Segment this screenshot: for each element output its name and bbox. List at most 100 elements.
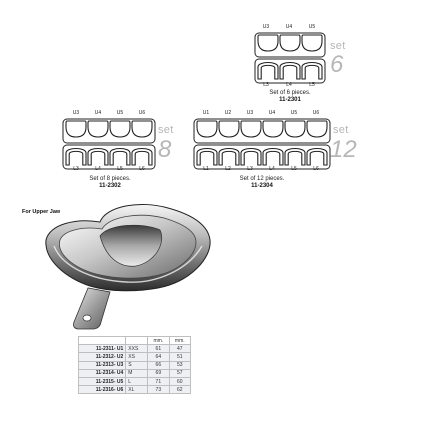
set-8-label-l5: L5	[117, 166, 123, 172]
upper-tray-outline	[196, 120, 218, 138]
catalog-number-cell: 11-2316- U6	[77, 385, 127, 395]
catalog-number-cell: 11-2314- U4	[77, 368, 127, 378]
tray-palate	[99, 224, 162, 267]
set-8-tray-diagram	[62, 118, 156, 170]
lower-tray-outline	[131, 147, 153, 166]
lower-tray-outline	[87, 147, 109, 166]
set-8-label-l6: L6	[139, 166, 145, 172]
set-12-label-u4: U4	[268, 110, 276, 116]
set-12-label-u2: U2	[224, 110, 232, 116]
set-12-label-l3: L3	[247, 166, 253, 172]
size-code-cell: XS	[125, 352, 149, 362]
size-code-cell: S	[125, 360, 149, 370]
size-table-header-cell: mm.	[168, 335, 192, 346]
upper-tray-outline	[306, 120, 328, 138]
catalog-number-cell: 11-2312- U2	[77, 352, 127, 362]
set-6-caption: Set of 6 pieces.	[269, 90, 311, 96]
set-12-code: 11-2304	[251, 183, 273, 189]
set-6-label-l3: L3	[263, 82, 269, 88]
size-table-header: mm.mm.	[77, 335, 192, 346]
lower-tray-outline	[218, 147, 240, 166]
lower-tray-outline	[240, 147, 262, 166]
set-12-label-l6: L6	[313, 166, 319, 172]
length-mm-cell: 66	[147, 360, 170, 370]
length-mm-cell: 64	[147, 352, 170, 362]
set-8-label-u4: U4	[94, 110, 102, 116]
lower-tray-outline	[109, 147, 131, 166]
set-12-label-u3: U3	[246, 110, 254, 116]
length-mm-cell: 61	[147, 344, 170, 354]
size-table-header-cell: mm.	[147, 335, 170, 346]
set-6-label-l4: L4	[286, 82, 292, 88]
size-code-cell: L	[125, 376, 149, 387]
catalog-number-cell: 11-2311- U1	[77, 344, 127, 354]
upper-tray-outline	[301, 34, 323, 52]
upper-tray-outline	[262, 120, 284, 138]
lower-tray-outline	[306, 147, 328, 166]
set-6-word: set	[330, 40, 346, 52]
length-mm-cell: 73	[147, 385, 170, 395]
width-mm-cell: 60	[168, 376, 192, 387]
width-mm-cell: 62	[168, 385, 192, 395]
upper-tray-outline	[257, 34, 279, 52]
upper-tray-outline	[65, 120, 87, 138]
width-mm-cell: 47	[168, 344, 192, 354]
set-6-number: 6	[330, 51, 344, 78]
width-mm-cell: 51	[168, 352, 192, 362]
set-12-word: set	[333, 124, 349, 136]
set-6-label-l5: L5	[309, 82, 315, 88]
upper-tray-outline	[279, 34, 301, 52]
size-code-cell: XL	[125, 385, 149, 395]
tray-handle-hole	[82, 314, 92, 322]
size-table-header-cell	[77, 335, 127, 346]
upper-tray-outline	[131, 120, 153, 138]
lower-tray-outline	[262, 147, 284, 166]
set-12-number: 12	[330, 136, 357, 163]
upper-tray-outline	[218, 120, 240, 138]
set-12-label-u1: U1	[202, 110, 210, 116]
upper-tray-outline	[240, 120, 262, 138]
set-8-label-l3: L3	[73, 166, 79, 172]
set-6-label-u4: U4	[285, 24, 293, 30]
length-mm-cell: 69	[147, 368, 170, 378]
impression-tray-illustration	[45, 204, 211, 330]
set-8-number: 8	[158, 136, 172, 163]
width-mm-cell: 57	[168, 368, 192, 378]
set-12-label-l5: L5	[291, 166, 297, 172]
set-6-label-u3: U3	[262, 24, 270, 30]
lower-tray-outline	[196, 147, 218, 166]
length-mm-cell: 71	[147, 376, 170, 387]
set-6-label-u5: U5	[308, 24, 316, 30]
size-code-cell: M	[125, 368, 149, 378]
product-jaw-label: For Upper Jaw	[22, 209, 61, 215]
set-8-label-u3: U3	[72, 110, 80, 116]
set-12-tray-diagram	[193, 118, 331, 170]
catalog-number-cell: 11-2315- U5	[77, 376, 127, 387]
lower-tray-outline	[301, 61, 323, 80]
set-6-code: 11-2301	[279, 97, 301, 103]
set-8-label-u6: U6	[138, 110, 146, 116]
set-8-label-l4: L4	[95, 166, 101, 172]
set-8-code: 11-2302	[99, 183, 121, 189]
set-12-label-u6: U6	[312, 110, 320, 116]
set-6-tray-diagram	[254, 32, 326, 84]
set-12-label-l2: L2	[225, 166, 231, 172]
set-12-label-u5: U5	[290, 110, 298, 116]
set-8-label-u5: U5	[116, 110, 124, 116]
catalog-number-cell: 11-2313- U3	[77, 360, 127, 370]
set-8-caption: Set of 8 pieces.	[89, 176, 131, 182]
lower-tray-outline	[65, 147, 87, 166]
size-code-cell: XXS	[125, 344, 149, 354]
upper-tray-outline	[87, 120, 109, 138]
upper-tray-outline	[109, 120, 131, 138]
set-12-label-l4: L4	[269, 166, 275, 172]
size-table-header-cell	[125, 335, 149, 346]
set-12-label-l1: L1	[203, 166, 209, 172]
lower-tray-outline	[279, 61, 301, 80]
